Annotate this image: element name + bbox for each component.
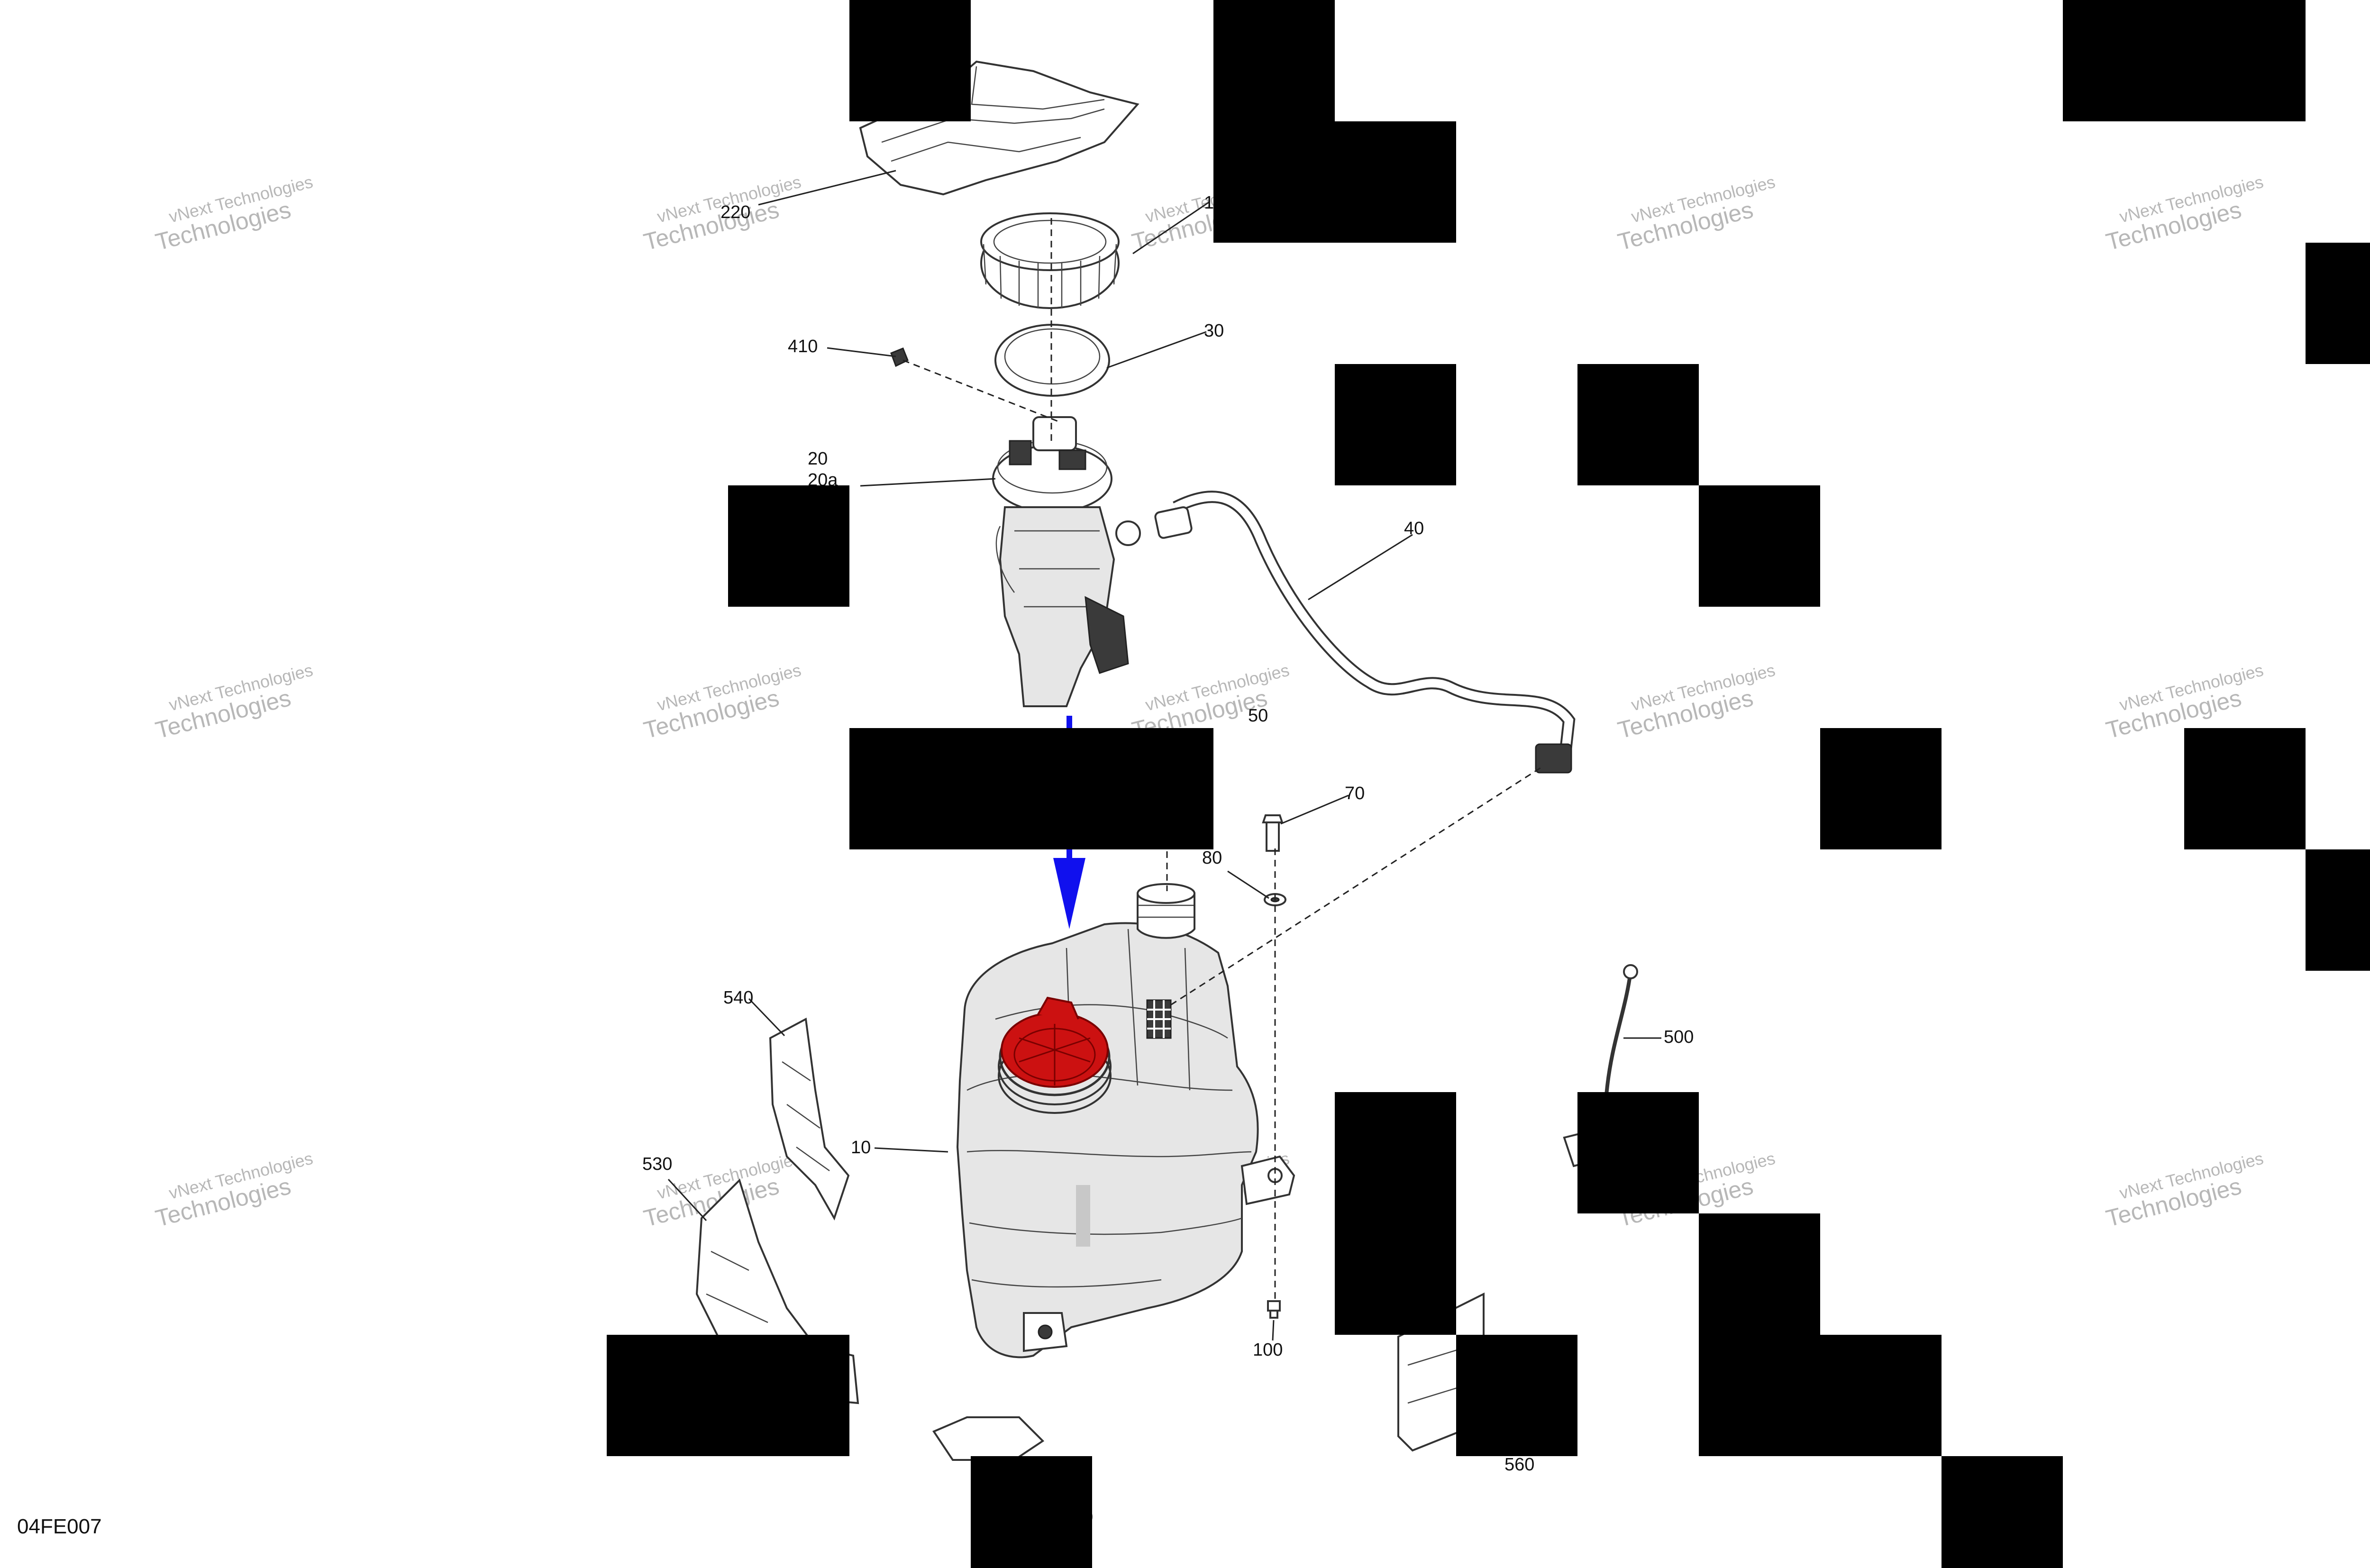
callout-10: 10 (851, 1138, 871, 1158)
callout-80: 80 (1202, 848, 1222, 868)
part-100-fastener (1267, 1300, 1281, 1319)
watermark: vNext Technologies Technologies (1615, 172, 1777, 255)
leader-lines (667, 170, 1661, 1341)
part-20-fuel-pump (992, 416, 1141, 707)
watermark: vNext Technologies Technologies (641, 660, 803, 744)
callout-labels: 220 1 30 410 20 20a 40 50 70 80 540 500 … (642, 193, 1694, 1527)
callout-30: 30 (1204, 321, 1224, 341)
part-540-shield (769, 1017, 850, 1221)
callout-100: 100 (1253, 1340, 1283, 1360)
part-70-bolt (1262, 814, 1284, 852)
part-30-seal (994, 324, 1110, 397)
watermark: vNext Technologies Technologies (1615, 660, 1777, 744)
callout-50: 50 (1248, 706, 1268, 726)
part-220-heat-shield (859, 60, 1139, 196)
watermark: vNext Technologies Technologies (153, 172, 315, 255)
callout-220: 220 (720, 202, 750, 222)
part-bottom-bracket (932, 1416, 1045, 1461)
alignment-lines (902, 218, 1541, 1301)
callout-530: 530 (642, 1154, 672, 1174)
callout-70: 70 (1345, 784, 1365, 803)
callout-40: 40 (1404, 519, 1424, 538)
callout-500: 500 (1664, 1027, 1694, 1047)
callout-560: 560 (1504, 1455, 1534, 1475)
callout-1: 1 (1204, 193, 1214, 213)
redaction-blocks (607, 0, 2370, 1568)
diagram-code: 04FE007 (17, 1515, 102, 1538)
callout-20: 20 (808, 449, 828, 469)
part-410-clip (890, 347, 909, 367)
watermark: vNext Technologies Technologies (2103, 172, 2265, 255)
part-1-locking-ring (980, 212, 1120, 309)
callout-410: 410 (788, 337, 818, 356)
callout-540: 540 (723, 988, 753, 1008)
watermark: vNext Technologies Technologies (2103, 1149, 2265, 1232)
part-40-fuel-line (1154, 491, 1576, 774)
watermark: vNext Technologies Technologies (153, 1149, 315, 1232)
watermark: vNext Technologies Technologies (153, 660, 315, 744)
tank-pump-opening-highlight (998, 996, 1112, 1114)
part-10-fuel-tank (956, 883, 1295, 1358)
